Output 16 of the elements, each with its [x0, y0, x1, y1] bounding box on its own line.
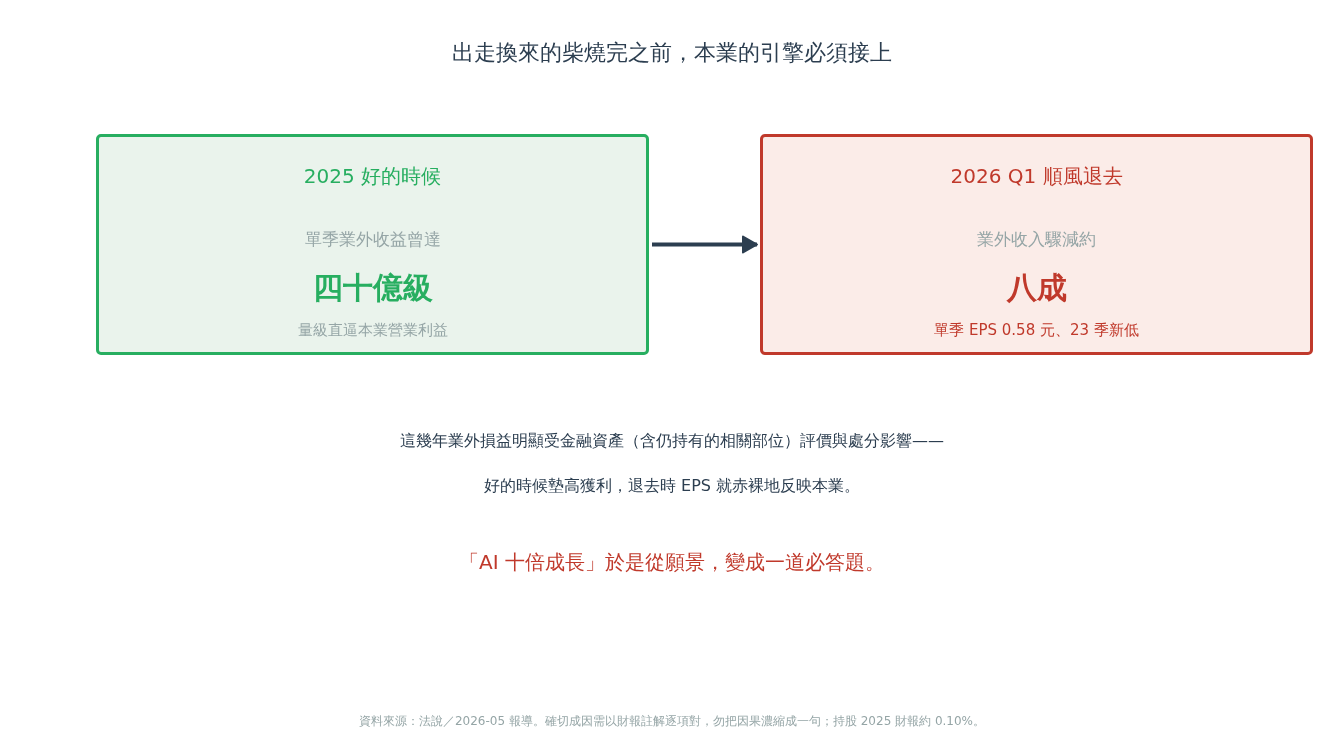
big-figure: 四十億級 [312, 270, 433, 306]
card-subtitle: 單季業外收益曾達 [304, 228, 441, 250]
card-note: 量級直逼本業營業利益 [297, 321, 448, 339]
summary-card [96, 134, 649, 355]
highlight-text: 「AI 十倍成長」於是從願景，變成一道必答題。 [459, 550, 885, 574]
arrow [652, 235, 758, 254]
body-text: 這幾年業外損益明顯受金融資產（含仍持有的相關部位）評價與處分影響—— [400, 431, 944, 451]
big-figure: 八成 [1006, 270, 1067, 306]
card-subtitle: 業外收入驟減約 [977, 228, 1096, 250]
body-text: 好的時候墊高獲利，退去時 EPS 就赤裸地反映本業。 [483, 476, 861, 496]
card-note: 單季 EPS 0.58 元、23 季新低 [934, 321, 1139, 339]
summary-card [760, 134, 1313, 355]
card-heading: 2026 Q1 順風退去 [950, 164, 1123, 188]
page-title: 出走換來的柴燒完之前，本業的引擎必須接上 [452, 39, 892, 67]
card-heading: 2025 好的時候 [303, 164, 442, 188]
source-note: 資料來源：法說／2026-05 報導。確切成因需以財報註解逐項對，勿把因果濃縮成一句；持股 2025 財報約 0.10%。 [358, 713, 986, 729]
